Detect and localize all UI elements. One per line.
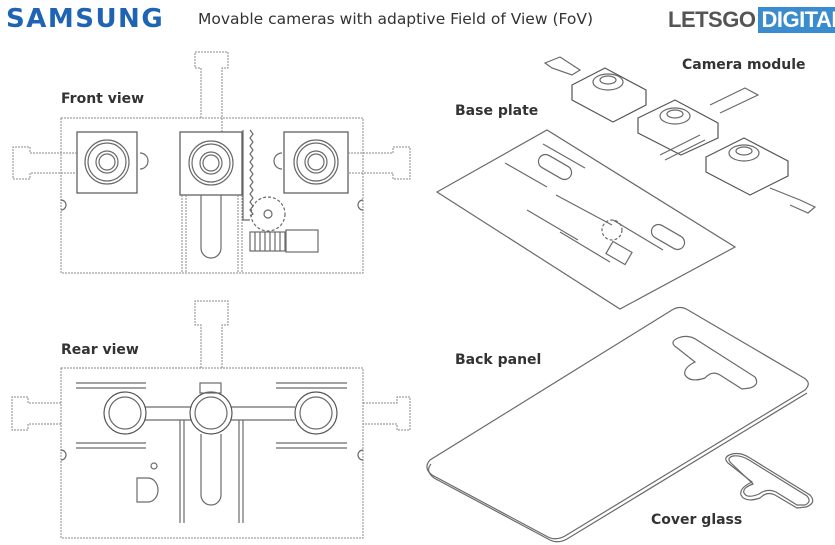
rear-right-camera xyxy=(294,391,338,435)
page-title: Movable cameras with adaptive Field of V… xyxy=(198,10,593,28)
rear-center-camera xyxy=(189,391,233,435)
label-base-plate: Base plate xyxy=(455,103,539,119)
camera-modules-drawing xyxy=(543,56,817,214)
label-cover-glass: Cover glass xyxy=(651,512,743,528)
gear xyxy=(250,196,286,232)
front-left-camera xyxy=(76,131,138,194)
label-front-view: Front view xyxy=(61,91,145,107)
worm-screw xyxy=(249,231,286,252)
rack xyxy=(242,130,250,221)
front-top-slider xyxy=(194,51,229,132)
rear-left-camera xyxy=(103,391,147,435)
front-view-drawing xyxy=(12,51,411,274)
rear-base-plate xyxy=(60,367,364,539)
cover-glass-drawing xyxy=(725,452,814,509)
front-right-camera xyxy=(283,131,349,194)
label-rear-view: Rear view xyxy=(61,342,139,358)
letsgo-digital-logo: LETSGODIGITAL xyxy=(668,7,835,33)
label-back-panel: Back panel xyxy=(455,352,542,368)
logo-letsgo: LETSGO xyxy=(668,7,756,32)
back-panel-drawing xyxy=(426,306,809,543)
logo-digital: DIGITAL xyxy=(758,7,835,33)
front-base-plate xyxy=(60,117,364,274)
rear-view-drawing xyxy=(11,300,411,539)
label-camera-module: Camera module xyxy=(682,57,806,73)
base-plate-drawing xyxy=(435,129,737,310)
samsung-logo: SAMSUNG xyxy=(6,4,165,34)
motor xyxy=(285,229,319,253)
